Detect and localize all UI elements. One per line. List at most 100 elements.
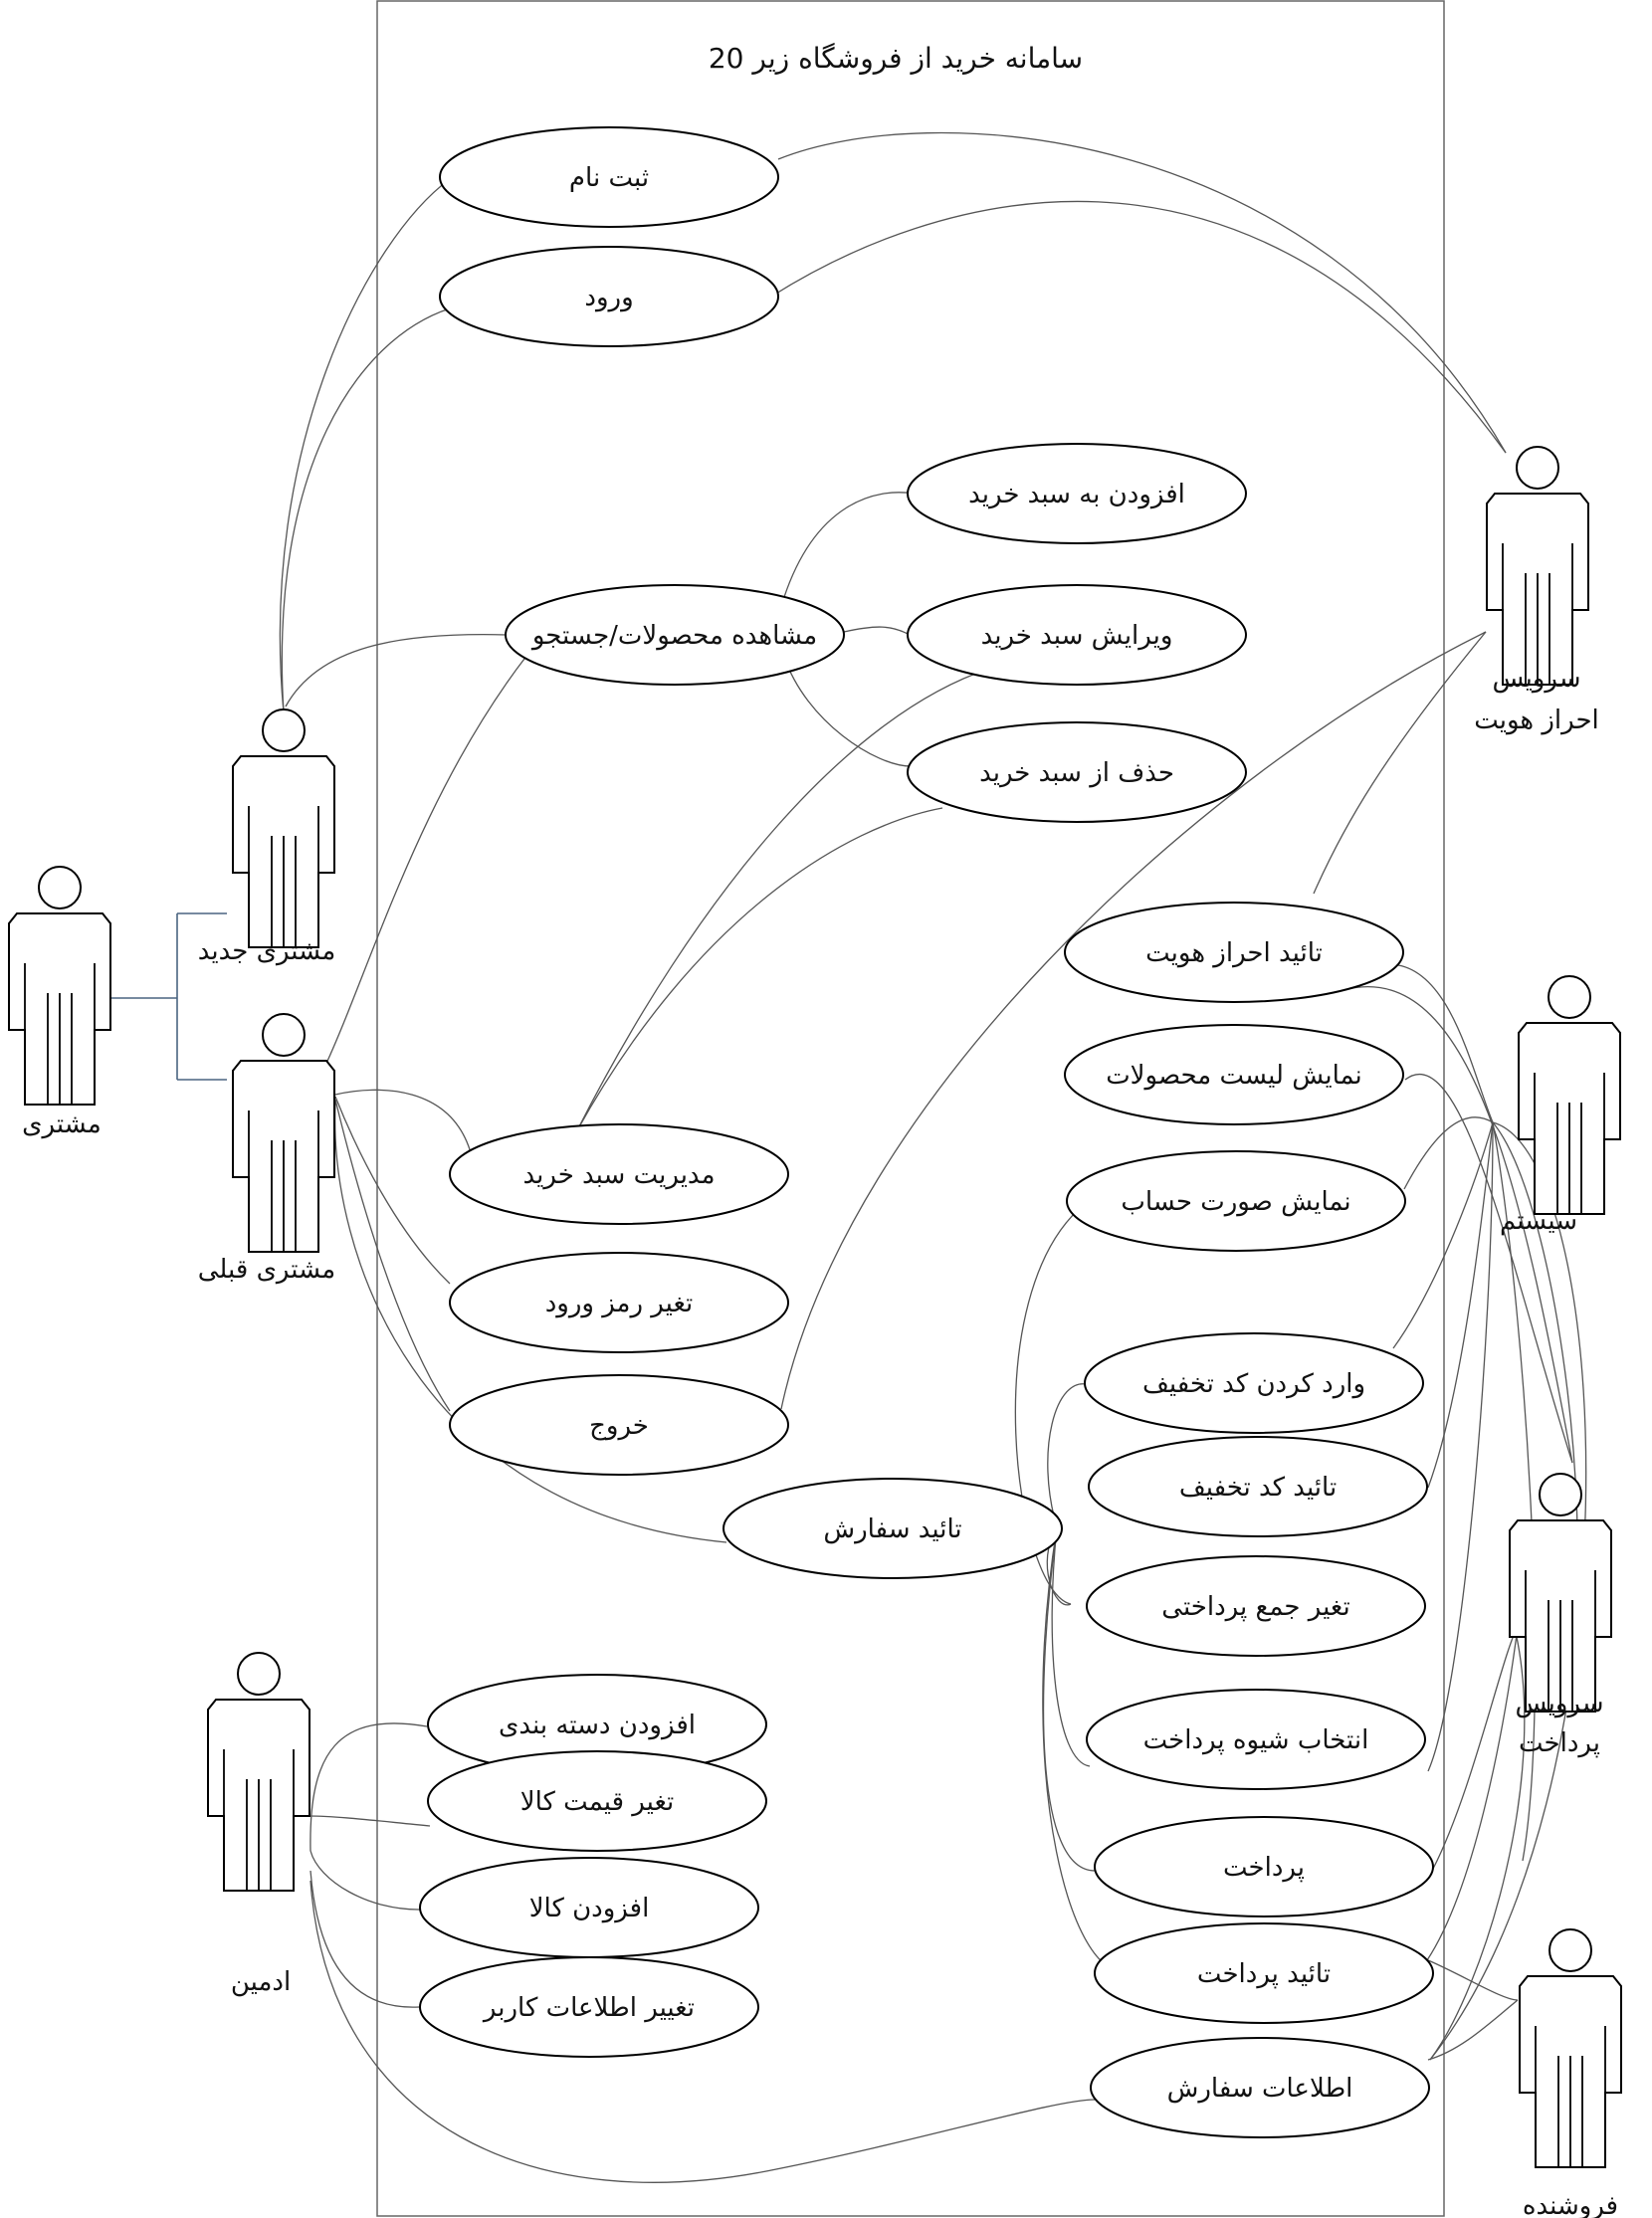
association-line bbox=[1492, 1121, 1537, 1862]
association-line bbox=[770, 200, 1507, 454]
association-line bbox=[1047, 1383, 1091, 1528]
actor-label: سرویس bbox=[1515, 1689, 1603, 1718]
use-case-label: تائید احراز هویت bbox=[1145, 938, 1323, 968]
use-case-show-invoice[interactable]: نمایش صورت حساب bbox=[1066, 1150, 1406, 1252]
use-case-confirm-order[interactable]: تائید سفارش bbox=[723, 1478, 1063, 1579]
actor-payment-service[interactable]: سرویس پرداخت bbox=[1509, 1473, 1612, 1758]
association-line bbox=[777, 131, 1507, 454]
use-case-show-product-list[interactable]: نمایش لیست محصولات bbox=[1064, 1024, 1404, 1125]
association-line bbox=[1427, 1121, 1494, 1489]
use-case-remove-from-cart[interactable]: حذف از سبد خرید bbox=[907, 721, 1247, 823]
actor-label: مشتری قبلی bbox=[198, 1255, 335, 1285]
actor-label: سرویس bbox=[1492, 664, 1580, 694]
association-line bbox=[1051, 1526, 1091, 1767]
association-line bbox=[285, 634, 509, 707]
association-line bbox=[1313, 631, 1487, 895]
association-line bbox=[843, 626, 911, 636]
use-case-label: تغیر رمز ورود bbox=[545, 1289, 694, 1318]
use-case-logout[interactable]: خروج bbox=[449, 1374, 789, 1476]
association-line bbox=[310, 1850, 422, 1911]
use-case-order-info[interactable]: اطلاعات سفارش bbox=[1090, 2037, 1430, 2138]
use-case-label: افزودن کالا bbox=[529, 1894, 650, 1923]
use-case-change-price[interactable]: تغیر قیمت کالا bbox=[427, 1750, 767, 1852]
association-line bbox=[780, 631, 1487, 1410]
association-line bbox=[334, 1089, 473, 1157]
actor-label: احراز هویت bbox=[1474, 706, 1599, 735]
use-case-label: ورود bbox=[584, 283, 633, 312]
use-case-edit-cart[interactable]: ویرایش سبد خرید bbox=[907, 584, 1247, 686]
association-line bbox=[1397, 964, 1494, 1123]
association-line bbox=[1426, 1626, 1519, 1961]
association-line bbox=[1342, 986, 1573, 1464]
association-line bbox=[783, 656, 912, 767]
use-case-label: افزودن دسته بندی bbox=[499, 1711, 696, 1740]
actor-old-customer[interactable]: مشتری قبلی bbox=[198, 1013, 335, 1285]
association-line bbox=[576, 668, 990, 1131]
use-case-label: مشاهده محصولات/جستجو bbox=[530, 621, 817, 651]
association-line bbox=[310, 1722, 428, 1852]
use-case-browse-products[interactable]: مشاهده محصولات/جستجو bbox=[505, 584, 845, 686]
use-case-label: وارد کردن کد تخفیف bbox=[1142, 1369, 1365, 1399]
actor-admin[interactable]: ادمین bbox=[207, 1652, 310, 1997]
actor-label: مشتری bbox=[22, 1109, 102, 1139]
use-case-register[interactable]: ثبت نام bbox=[439, 126, 779, 228]
use-case-pay[interactable]: پرداخت bbox=[1094, 1816, 1434, 1917]
use-case-change-user-info[interactable]: تغییر اطلاعات کاربر bbox=[419, 1956, 759, 2058]
use-case-manage-cart[interactable]: مدیریت سبد خرید bbox=[449, 1123, 789, 1225]
use-case-label: تغییر اطلاعات کاربر bbox=[482, 1993, 695, 2023]
use-case-login[interactable]: ورود bbox=[439, 246, 779, 347]
use-case-label: حذف از سبد خرید bbox=[979, 758, 1174, 788]
use-case-label: تائید کد تخفیف bbox=[1179, 1473, 1337, 1503]
actor-label: مشتری جدید bbox=[198, 936, 336, 966]
use-case-enter-discount[interactable]: وارد کردن کد تخفیف bbox=[1084, 1332, 1424, 1434]
actor-system[interactable]: سیستم bbox=[1500, 975, 1621, 1236]
association-line bbox=[576, 807, 943, 1131]
use-case-add-to-cart[interactable]: افزودن به سبد خرید bbox=[907, 443, 1247, 544]
use-case-label: تائید پرداخت bbox=[1197, 1959, 1331, 1989]
association-line bbox=[1392, 1121, 1494, 1349]
association-line bbox=[334, 1096, 451, 1285]
association-line bbox=[310, 1880, 1096, 2183]
use-case-add-category[interactable]: افزودن دسته بندی bbox=[427, 1674, 767, 1775]
use-case-confirm-payment[interactable]: تائید پرداخت bbox=[1094, 1922, 1434, 2024]
use-case-confirm-discount[interactable]: تائید کد تخفیف bbox=[1088, 1436, 1428, 1537]
association-line bbox=[1427, 1959, 1519, 2001]
use-case-label: مدیریت سبد خرید bbox=[522, 1160, 715, 1190]
actor-customer[interactable]: مشتری bbox=[8, 866, 111, 1139]
use-case-label: تغیر جمع پرداختی bbox=[1161, 1592, 1349, 1622]
use-case-label: ثبت نام bbox=[569, 163, 649, 193]
actor-new-customer[interactable]: مشتری جدید bbox=[198, 708, 336, 966]
use-case-label: نمایش لیست محصولات bbox=[1106, 1061, 1362, 1091]
use-case-label: تغیر قیمت کالا bbox=[520, 1787, 674, 1817]
actor-label: ادمین bbox=[231, 1967, 291, 1997]
use-case-change-total[interactable]: تغیر جمع پرداختی bbox=[1086, 1555, 1426, 1657]
actor-auth-service[interactable]: سرویس احراز هویت bbox=[1474, 446, 1599, 735]
association-line bbox=[310, 1870, 420, 2008]
use-case-label: افزودن به سبد خرید bbox=[968, 480, 1185, 509]
association-line bbox=[322, 654, 528, 1071]
use-case-label: خروج bbox=[589, 1411, 649, 1441]
use-case-change-password[interactable]: تغیر رمز ورود bbox=[449, 1252, 789, 1353]
association-line bbox=[333, 1102, 727, 1543]
association-line bbox=[1432, 1626, 1519, 1870]
association-line bbox=[281, 307, 451, 713]
association-line bbox=[1427, 1121, 1494, 1772]
association-line bbox=[279, 178, 451, 713]
use-case-choose-payment[interactable]: انتخاب شیوه پرداخت bbox=[1086, 1689, 1426, 1790]
actor-label: سیستم bbox=[1500, 1206, 1577, 1236]
generalization-connector bbox=[111, 912, 227, 1081]
use-case-label: اطلاعات سفارش bbox=[1167, 2074, 1353, 2104]
use-case-label: پرداخت bbox=[1223, 1853, 1305, 1883]
actor-label: پرداخت bbox=[1519, 1728, 1600, 1758]
actor-label: فروشنده bbox=[1523, 2191, 1618, 2218]
actor-seller[interactable]: فروشنده bbox=[1519, 1928, 1622, 2218]
use-case-label: انتخاب شیوه پرداخت bbox=[1143, 1725, 1369, 1755]
association-line bbox=[783, 492, 915, 598]
use-case-add-product[interactable]: افزودن کالا bbox=[419, 1857, 759, 1958]
system-title: سامانه خرید از فروشگاه زیر 20 bbox=[709, 42, 1083, 75]
use-case-confirm-auth[interactable]: تائید احراز هویت bbox=[1064, 902, 1404, 1003]
use-case-label: تائید سفارش bbox=[823, 1514, 961, 1544]
association-line bbox=[1404, 1073, 1573, 1464]
use-case-label: نمایش صورت حساب bbox=[1121, 1187, 1350, 1217]
